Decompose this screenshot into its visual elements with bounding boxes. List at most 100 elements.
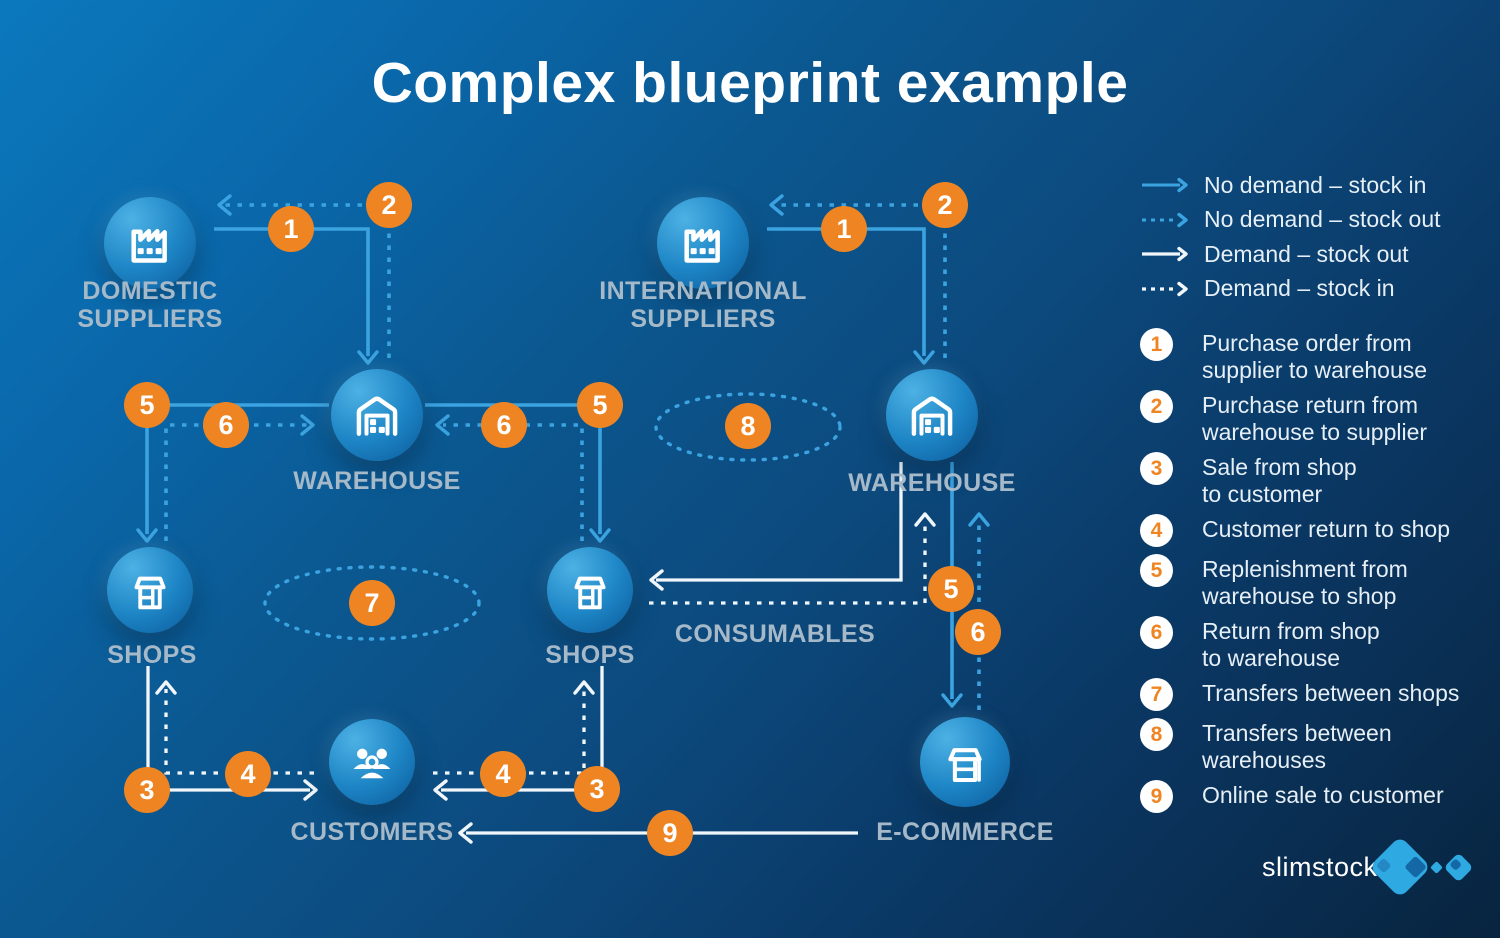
flow-badge-6: 6 xyxy=(955,609,1001,655)
legend-number-badge: 9 xyxy=(1140,780,1173,813)
legend-arrow-label: No demand – stock out xyxy=(1204,206,1441,233)
flow-2-line-right xyxy=(776,203,947,358)
legend-number-badge: 7 xyxy=(1140,678,1173,711)
flow-6-line xyxy=(443,423,584,541)
legend-item-4: 4 Customer return to shop xyxy=(1140,514,1485,547)
flow-badge-6: 6 xyxy=(481,402,527,448)
arrow-down-icon xyxy=(941,693,963,708)
node-customers xyxy=(329,719,415,805)
arrow-up-icon xyxy=(155,680,177,695)
warehouse-icon xyxy=(911,396,953,436)
arrow-left-icon xyxy=(433,779,448,801)
flow-badge-3: 3 xyxy=(124,767,170,813)
consumables-flows xyxy=(649,462,936,605)
legend-number-badge: 3 xyxy=(1140,452,1173,485)
dashed-white-arrow-icon xyxy=(1142,281,1188,296)
flow-badge-5: 5 xyxy=(577,382,623,428)
arrow-left-icon xyxy=(217,194,232,216)
flow-badge-1: 1 xyxy=(821,206,867,252)
dashed-blue-arrow-icon xyxy=(1142,212,1188,227)
arrow-left-icon xyxy=(769,194,784,216)
legend-number-badge: 4 xyxy=(1140,514,1173,547)
online-store-icon xyxy=(948,748,982,783)
legend-item-9: 9 Online sale to customer xyxy=(1140,780,1485,813)
legend-arrow-label: Demand – stock in xyxy=(1204,275,1395,302)
logo-wordmark: slimstock xyxy=(1262,852,1378,882)
flow-badge-3: 3 xyxy=(574,766,620,812)
solid-blue-arrow-icon xyxy=(1142,178,1188,193)
solid-white-arrow-icon xyxy=(1142,247,1188,262)
arrow-left-icon xyxy=(458,822,473,844)
factory-icon xyxy=(684,228,720,263)
label-domestic-suppliers: DOMESTIC SUPPLIERS xyxy=(77,277,223,333)
node-ecommerce xyxy=(920,717,1010,807)
flow-badge-5: 5 xyxy=(928,566,974,612)
domestic-supplier-flows xyxy=(214,194,391,365)
arrow-up-icon xyxy=(914,512,936,527)
arrow-down-icon xyxy=(357,350,379,365)
arrow-up-icon xyxy=(968,512,990,527)
legend-arrow-row: No demand – stock out xyxy=(1140,203,1485,238)
people-group-icon xyxy=(353,748,391,779)
flow-badge-8: 8 xyxy=(725,403,771,449)
label-warehouse-left: WAREHOUSE xyxy=(293,467,461,495)
legend-arrow-row: No demand – stock in xyxy=(1140,168,1485,203)
label-consumables: CONSUMABLES xyxy=(674,620,876,648)
consumables-in-line xyxy=(649,521,927,605)
arrow-right-icon xyxy=(303,779,318,801)
node-shops-right xyxy=(547,547,633,633)
flow-badge-4: 4 xyxy=(225,751,271,797)
label-customers: CUSTOMERS xyxy=(290,818,454,846)
international-supplier-flows xyxy=(767,194,947,365)
flow-1-line-right xyxy=(767,227,926,356)
warehouse-icon xyxy=(356,396,398,436)
label-ecommerce: E-COMMERCE xyxy=(876,818,1054,846)
legend-arrow-label: Demand – stock out xyxy=(1204,240,1409,267)
arrow-down-icon xyxy=(589,528,611,543)
factory-icon xyxy=(131,228,167,263)
label-shops-right: SHOPS xyxy=(545,641,635,669)
legend-arrow-row: Demand – stock in xyxy=(1140,272,1485,307)
arrow-down-icon xyxy=(136,528,158,543)
flow-badge-4: 4 xyxy=(480,751,526,797)
arrow-up-icon xyxy=(573,680,595,695)
page-title: Complex blueprint example xyxy=(371,51,1129,115)
legend-item-7: 7 Transfers between shops xyxy=(1140,678,1485,711)
consumables-out-line xyxy=(656,462,903,582)
flow-6-line xyxy=(164,423,307,541)
flow-badge-2: 2 xyxy=(366,182,412,228)
flow-badge-2: 2 xyxy=(922,182,968,228)
flow-badge-5: 5 xyxy=(124,382,170,428)
legend-arrow-label: No demand – stock in xyxy=(1204,171,1427,198)
transfer-ellipse-shops xyxy=(263,565,481,641)
node-international-suppliers xyxy=(657,197,749,289)
legend-arrow-row: Demand – stock out xyxy=(1140,237,1485,272)
label-warehouse-right: WAREHOUSE xyxy=(848,469,1016,497)
transfer-ellipse-warehouses xyxy=(654,392,842,462)
flow-1-line-left xyxy=(214,227,370,356)
node-warehouse-left xyxy=(331,369,423,461)
arrow-left-icon xyxy=(649,569,664,591)
flow-badge-9: 9 xyxy=(647,810,693,856)
arrow-left-icon xyxy=(435,414,450,436)
shop-icon xyxy=(134,576,166,610)
node-domestic-suppliers xyxy=(104,197,196,289)
legend: No demand – stock in No demand – stock o… xyxy=(1140,168,1485,813)
legend-number-badge: 6 xyxy=(1140,616,1173,649)
arrow-down-icon xyxy=(913,350,935,365)
flow-2-line-left xyxy=(224,203,391,358)
legend-number-badge: 5 xyxy=(1140,554,1173,587)
node-shops-left xyxy=(107,547,193,633)
legend-number-badge: 8 xyxy=(1140,718,1173,751)
flow-badge-1: 1 xyxy=(268,206,314,252)
label-international-suppliers: INTERNATIONAL SUPPLIERS xyxy=(599,277,807,333)
legend-number-badge: 2 xyxy=(1140,390,1173,423)
node-warehouse-right xyxy=(886,369,978,461)
